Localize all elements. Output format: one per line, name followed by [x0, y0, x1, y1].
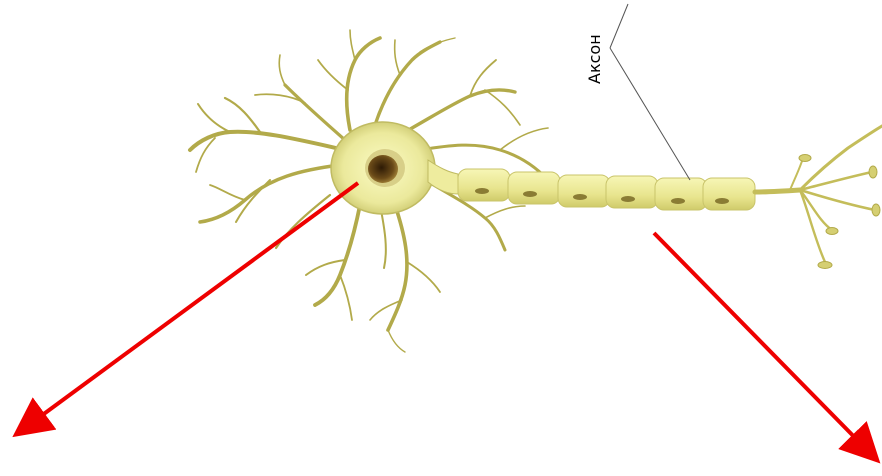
myelin-segment — [558, 175, 610, 207]
synaptic-boutons — [799, 155, 880, 269]
schwann-nucleus — [621, 196, 635, 202]
schwann-nucleus — [573, 194, 587, 200]
axon-hillock — [428, 160, 458, 194]
cell-body — [331, 122, 435, 214]
nucleus — [368, 155, 398, 183]
schwann-nucleus — [475, 188, 489, 194]
axon-label: Аксон — [585, 34, 604, 84]
myelin-sheath — [458, 169, 755, 210]
schwann-nucleus — [671, 198, 685, 204]
arrow-to-nucleus — [22, 183, 358, 430]
arrow-to-axon — [654, 233, 872, 455]
myelin-segment — [508, 172, 560, 204]
label-leader-line — [610, 48, 690, 180]
schwann-nucleus — [715, 198, 729, 204]
label-leader-line — [610, 4, 628, 48]
myelin-segment — [655, 178, 707, 210]
myelin-segment — [703, 178, 755, 210]
myelin-segment — [458, 169, 510, 201]
schwann-nucleus — [523, 191, 537, 197]
axon-terminals — [755, 126, 882, 262]
myelin-segment — [606, 176, 658, 208]
